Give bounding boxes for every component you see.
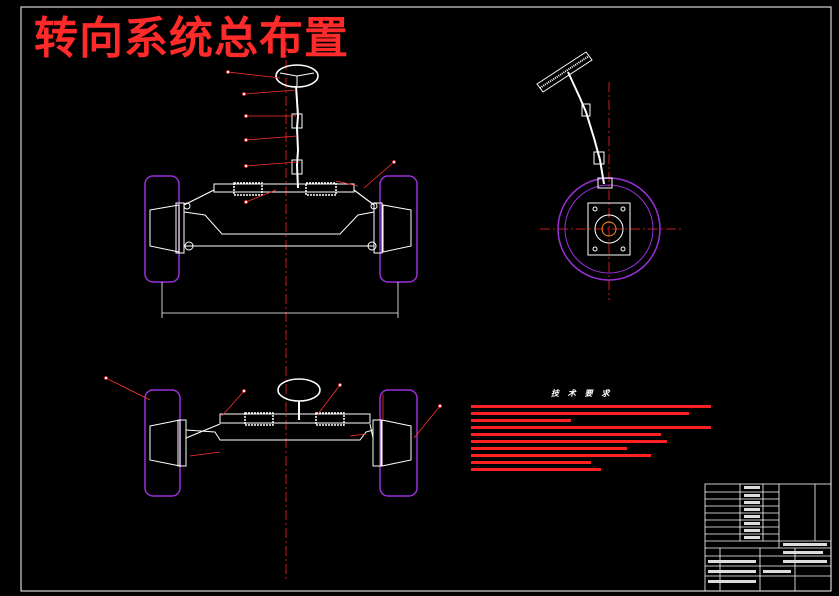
side-view-assembly [536, 51, 682, 300]
technical-requirements-heading: 技 术 要 求 [551, 388, 613, 398]
technical-requirements-lines [471, 405, 711, 471]
steering-rack [213, 183, 355, 193]
tie-rod-right [353, 189, 375, 206]
steering-wheel-bottom [277, 378, 321, 402]
top-view-assembly [144, 42, 418, 580]
drawing-frame [20, 6, 832, 592]
rack-boot-right [305, 182, 337, 196]
drawing-title: 转向系统总布置 [34, 13, 349, 64]
steering-column-side [567, 71, 605, 185]
bottom-view-assembly [104, 376, 442, 497]
tie-rod-left [183, 189, 215, 206]
top-view-leaders [226, 70, 396, 204]
steering-wheel-side [536, 51, 593, 93]
front-axle-beam [183, 211, 375, 247]
title-block-text-marks [708, 486, 827, 583]
rear-right-tire [379, 389, 418, 497]
steering-column [295, 85, 300, 189]
knuckle-plate [587, 202, 631, 256]
rack-boot-left [233, 182, 263, 196]
track-width-dimension [161, 282, 399, 318]
title-block [704, 483, 832, 592]
universal-joint [291, 113, 303, 129]
front-right-tire [379, 175, 418, 283]
